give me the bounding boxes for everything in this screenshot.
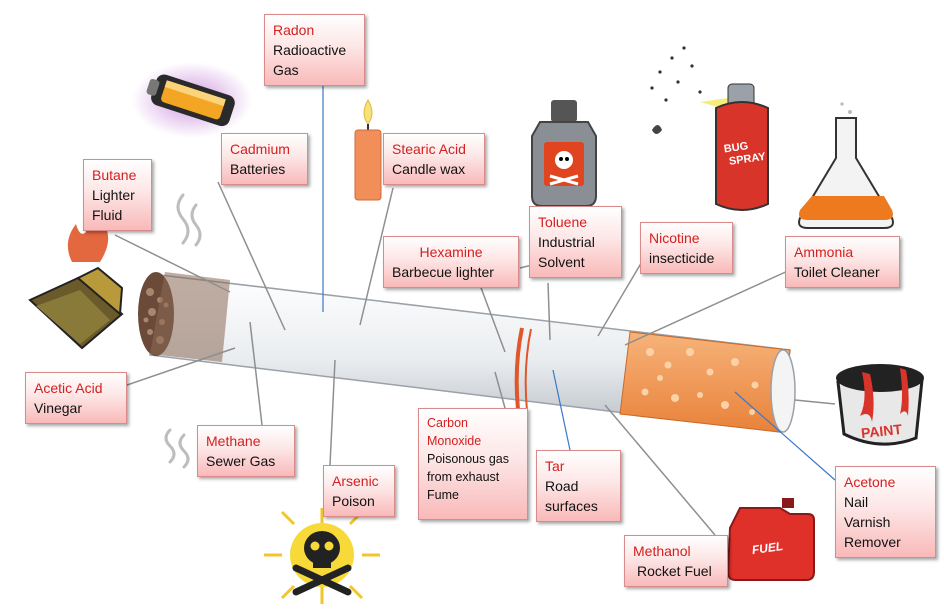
flask-icon: [798, 102, 894, 229]
bug-spray-text-2: SPRAY: [728, 151, 767, 168]
label-acetone: Acetone Nail Varnish Remover: [835, 466, 936, 558]
label-radon: Radon Radioactive Gas: [264, 14, 365, 86]
label-hexamine-desc: Barbecue lighter: [392, 264, 494, 280]
bug-spray-icon: BUG SPRAY: [650, 46, 769, 211]
label-cadmium-desc: Batteries: [230, 161, 286, 177]
label-stearic-acid-desc: Candle wax: [392, 161, 466, 177]
fuel-can-text: FUEL: [751, 539, 784, 557]
label-toluene-name: Toluene: [538, 214, 588, 230]
poison-bottle-icon: [531, 100, 597, 207]
label-tar-desc: Road surfaces: [545, 478, 598, 514]
label-ammonia-name: Ammonia: [794, 244, 854, 260]
candle-icon: [354, 98, 382, 201]
label-radon-name: Radon: [273, 22, 315, 38]
label-radon-desc: Radioactive Gas: [273, 42, 347, 78]
label-toluene-desc: Industrial Solvent: [538, 234, 595, 270]
label-acetone-name: Acetone: [844, 474, 896, 490]
label-toluene: Toluene Industrial Solvent: [529, 206, 622, 278]
label-nicotine-desc: insecticide: [649, 250, 715, 266]
smoke-icon: [164, 193, 202, 469]
label-stearic-acid-name: Stearic Acid: [392, 141, 466, 157]
label-hexamine-name: Hexamine: [419, 244, 483, 260]
cigarette: [138, 272, 796, 433]
label-nicotine-name: Nicotine: [649, 230, 700, 246]
label-ammonia-desc: Toilet Cleaner: [794, 264, 880, 280]
paint-can-text: PAINT: [860, 421, 903, 441]
paint-can-icon: PAINT: [836, 364, 924, 446]
label-carbon-monoxide-desc: Poisonous gas from exhaust Fume: [427, 452, 510, 502]
fuel-can-icon: FUEL: [726, 498, 815, 581]
label-acetic-acid-name: Acetic Acid: [34, 380, 103, 396]
label-methanol-name: Methanol: [633, 543, 691, 559]
label-nicotine: Nicotine insecticide: [640, 222, 733, 274]
lighter-icon: [28, 200, 124, 350]
bug-spray-text-1: BUG: [723, 140, 749, 155]
label-tar: Tar Road surfaces: [536, 450, 621, 522]
label-acetic-acid: Acetic Acid Vinegar: [25, 372, 127, 424]
label-methane-desc: Sewer Gas: [206, 453, 276, 469]
svg-text:BUG SPRAY: BUG SPRAY: [723, 138, 767, 168]
label-butane-desc: Lighter Fluid: [92, 187, 135, 223]
leader-lines: [114, 85, 836, 536]
label-butane-name: Butane: [92, 167, 137, 183]
label-hexamine: Hexamine Barbecue lighter: [383, 236, 519, 288]
label-tar-name: Tar: [545, 458, 565, 474]
label-cadmium: Cadmium Batteries: [221, 133, 308, 185]
label-arsenic-desc: Poison: [332, 493, 375, 509]
label-methanol-desc: Rocket Fuel: [637, 563, 712, 579]
label-butane: Butane Lighter Fluid: [83, 159, 152, 231]
battery-icon: [132, 62, 252, 138]
label-cadmium-name: Cadmium: [230, 141, 290, 157]
label-carbon-monoxide: Carbon Monoxide Poisonous gas from exhau…: [418, 408, 528, 520]
skull-icon: [264, 508, 380, 604]
label-stearic-acid: Stearic Acid Candle wax: [383, 133, 485, 185]
label-methane: Methane Sewer Gas: [197, 425, 295, 477]
label-ammonia: Ammonia Toilet Cleaner: [785, 236, 900, 288]
label-acetic-acid-desc: Vinegar: [34, 400, 83, 416]
label-arsenic-name: Arsenic: [332, 473, 379, 489]
label-methane-name: Methane: [206, 433, 261, 449]
label-acetone-desc: Nail Varnish Remover: [844, 494, 901, 550]
label-methanol: Methanol Rocket Fuel: [624, 535, 728, 587]
label-carbon-monoxide-name: Carbon Monoxide: [427, 416, 482, 448]
label-arsenic: Arsenic Poison: [323, 465, 395, 517]
